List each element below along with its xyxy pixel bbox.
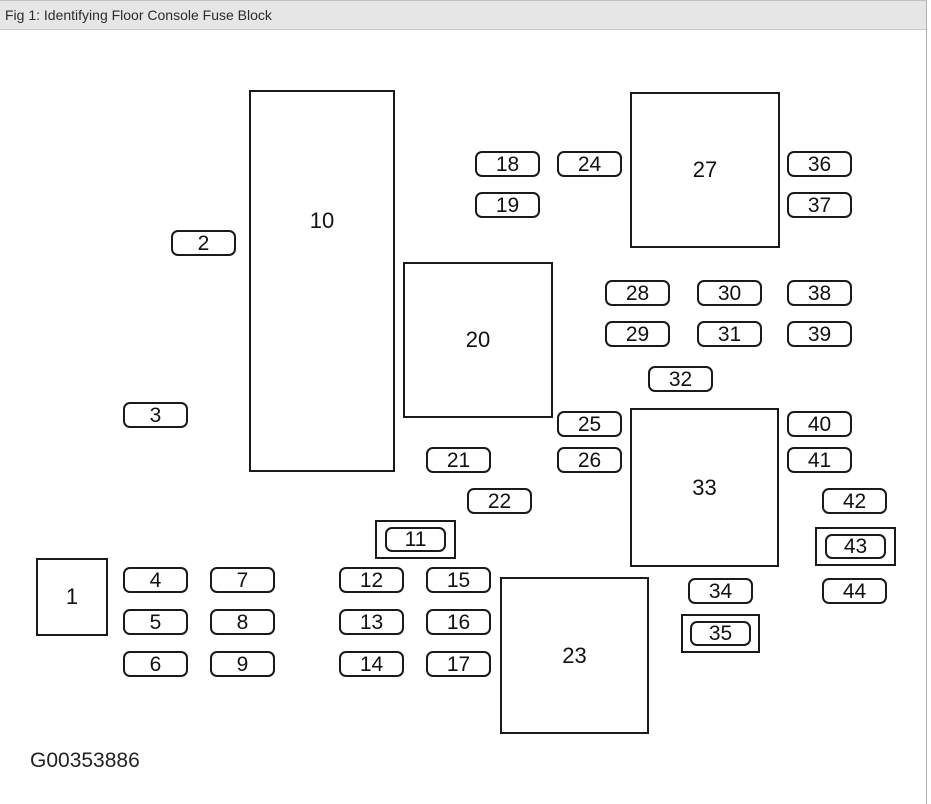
block-10-label: 10	[309, 208, 335, 233]
fuse-7: 7	[210, 567, 275, 593]
fuse-42: 42	[822, 488, 887, 514]
fuse-41: 41	[787, 447, 852, 473]
block-20-label: 20	[465, 327, 491, 352]
block-33-label: 33	[692, 474, 717, 500]
figure-title: Fig 1: Identifying Floor Console Fuse Bl…	[5, 7, 272, 23]
fuse-29: 29	[605, 321, 670, 347]
fuse-38: 38	[787, 280, 852, 306]
fuse-11-holder: 11	[375, 520, 456, 559]
fuse-6: 6	[123, 651, 188, 677]
fuse-32: 32	[648, 366, 713, 392]
fuse-31: 31	[697, 321, 762, 347]
block-23-label: 23	[562, 642, 587, 668]
block-23: 23	[500, 577, 649, 734]
fuse-39: 39	[787, 321, 852, 347]
block-33: 33	[630, 408, 779, 567]
fuse-34: 34	[688, 578, 753, 604]
block-10: 10	[249, 90, 395, 472]
block-20: 20	[403, 262, 553, 418]
fuse-17: 17	[426, 651, 491, 677]
figure-reference-code: G00353886	[30, 749, 140, 772]
fuse-43-holder: 43	[815, 527, 896, 566]
fuse-3: 3	[123, 402, 188, 428]
fuse-2: 2	[171, 230, 236, 256]
fuse-block-diagram: 1 10 20 23 27 33 2 3 4 5 6 7 8 9 11 12 1…	[0, 30, 926, 804]
block-27: 27	[630, 92, 780, 248]
fuse-22: 22	[467, 488, 532, 514]
fuse-14: 14	[339, 651, 404, 677]
fuse-37: 37	[787, 192, 852, 218]
block-1-label: 1	[65, 584, 79, 609]
fuse-26: 26	[557, 447, 622, 473]
fuse-30: 30	[697, 280, 762, 306]
block-27-label: 27	[692, 157, 718, 182]
fuse-8: 8	[210, 609, 275, 635]
fuse-18: 18	[475, 151, 540, 177]
fuse-28: 28	[605, 280, 670, 306]
fuse-12: 12	[339, 567, 404, 593]
fuse-43: 43	[825, 534, 886, 559]
block-1: 1	[36, 558, 108, 636]
fuse-5: 5	[123, 609, 188, 635]
fuse-40: 40	[787, 411, 852, 437]
figure-title-bar: Fig 1: Identifying Floor Console Fuse Bl…	[0, 0, 927, 30]
fuse-35-holder: 35	[681, 614, 760, 653]
fuse-16: 16	[426, 609, 491, 635]
fuse-21: 21	[426, 447, 491, 473]
frame-border	[926, 0, 927, 804]
fuse-24: 24	[557, 151, 622, 177]
fuse-25: 25	[557, 411, 622, 437]
fuse-13: 13	[339, 609, 404, 635]
fuse-4: 4	[123, 567, 188, 593]
fuse-44: 44	[822, 578, 887, 604]
fuse-9: 9	[210, 651, 275, 677]
fuse-36: 36	[787, 151, 852, 177]
fuse-35: 35	[690, 621, 751, 646]
fuse-15: 15	[426, 567, 491, 593]
fuse-11: 11	[385, 527, 446, 552]
fuse-19: 19	[475, 192, 540, 218]
